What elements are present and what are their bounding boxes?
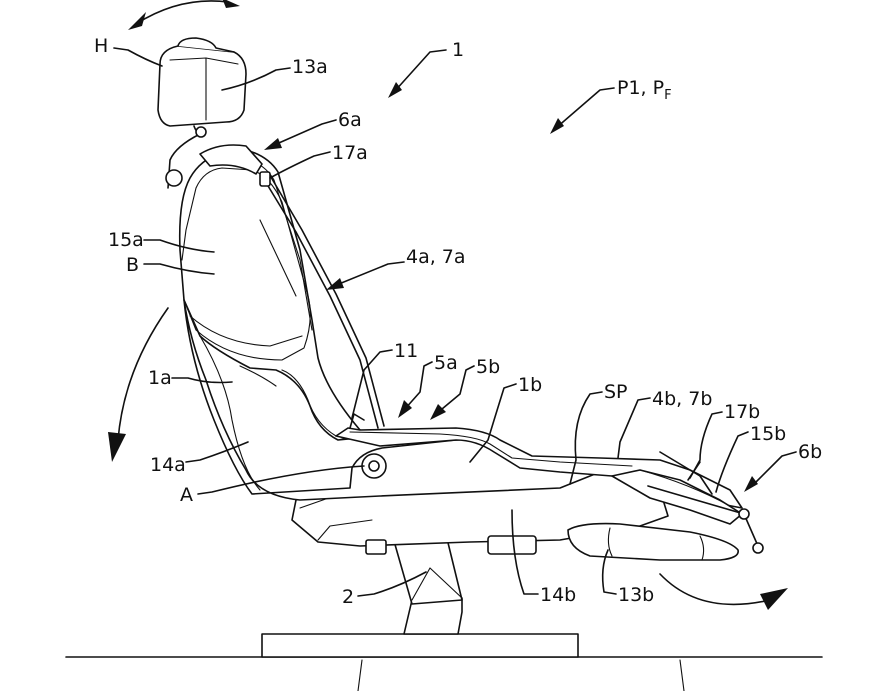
label-SP: SP [604,381,628,403]
label-4a-7a: 4a, 7a [406,246,466,268]
seat-cushion [335,427,743,525]
label-1: 1 [452,39,464,61]
label-17b: 17b [724,401,760,423]
label-13a: 13a [292,56,328,78]
label-4b-7b: 4b, 7b [652,388,712,410]
belt-upper [259,171,385,429]
label-15a: 15a [108,229,144,251]
label-1a: 1a [148,367,172,389]
label-6a: 6a [338,109,362,131]
motion-arrows [108,0,788,610]
leg-rest-pad [567,522,739,561]
label-H: H [94,35,108,57]
label-5b: 5b [476,356,500,378]
label-A: A [180,484,193,506]
leaders [113,47,797,597]
label-17a: 17a [332,142,368,164]
label-1b: 1b [518,374,542,396]
label-14a: 14a [150,454,186,476]
label-13b: 13b [618,584,654,606]
label-P1-PF-main: P1, P [617,77,664,99]
label-P1-PF: P1, PF [617,77,672,103]
label-15b: 15b [750,423,786,445]
reference-labels: H 13a 1 P1, PF 6a 17a 15a B 4a, 7a 11 5a… [94,35,822,608]
label-B: B [126,254,139,276]
backrest [178,149,381,441]
pivot-A [361,453,387,479]
label-6b: 6b [798,441,822,463]
headrest [157,37,263,189]
floor [65,633,823,691]
label-5a: 5a [434,352,458,374]
label-2: 2 [342,586,354,608]
label-P1-PF-subscript: F [664,88,671,103]
label-14b: 14b [540,584,576,606]
leg-rest-link [647,451,764,554]
label-11: 11 [394,340,418,362]
